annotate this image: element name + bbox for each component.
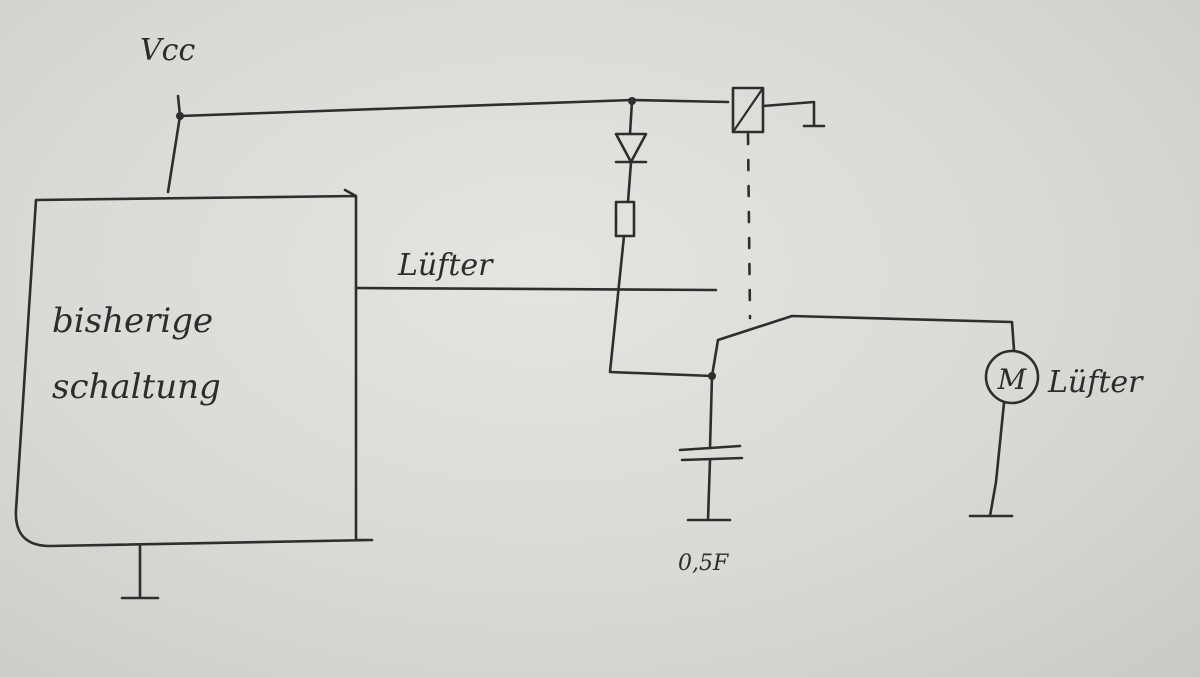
diode-symbol xyxy=(614,132,648,164)
existing-circuit-block xyxy=(14,188,374,548)
relay-switch-contact xyxy=(710,314,1016,378)
relay-coil xyxy=(731,86,765,134)
fan-motor-symbol xyxy=(984,349,1040,405)
fan-motor-letter: M xyxy=(997,363,1028,396)
resistor-symbol xyxy=(614,200,636,238)
relay-coil-ground-symbol xyxy=(761,100,826,128)
signal-wire xyxy=(354,286,718,292)
capacitor-wire-top xyxy=(708,374,714,450)
capacitor-symbol xyxy=(678,444,744,462)
fan-ground-symbol xyxy=(968,401,1014,518)
block-ground-symbol xyxy=(120,544,160,600)
fan-motor-label: Lüfter xyxy=(1047,365,1144,400)
vcc-rail-wire xyxy=(176,94,730,118)
vcc-to-block-wire xyxy=(166,114,182,194)
vcc-label: Vcc xyxy=(140,33,195,68)
diode-to-resistor-wire xyxy=(626,160,633,204)
capacitor-ground-symbol xyxy=(686,458,732,522)
vcc-junction-dot xyxy=(176,112,184,120)
block-label-line2: schaltung xyxy=(52,367,221,407)
signal-wire-label: Lüfter xyxy=(397,248,494,283)
diode-wire-top xyxy=(628,99,634,136)
capacitor-value-label: 0,5F xyxy=(678,551,729,576)
relay-linkage-dashed xyxy=(746,132,752,320)
resistor-to-capacitor-wire xyxy=(608,234,714,378)
block-label-line1: bisherige xyxy=(52,301,213,341)
